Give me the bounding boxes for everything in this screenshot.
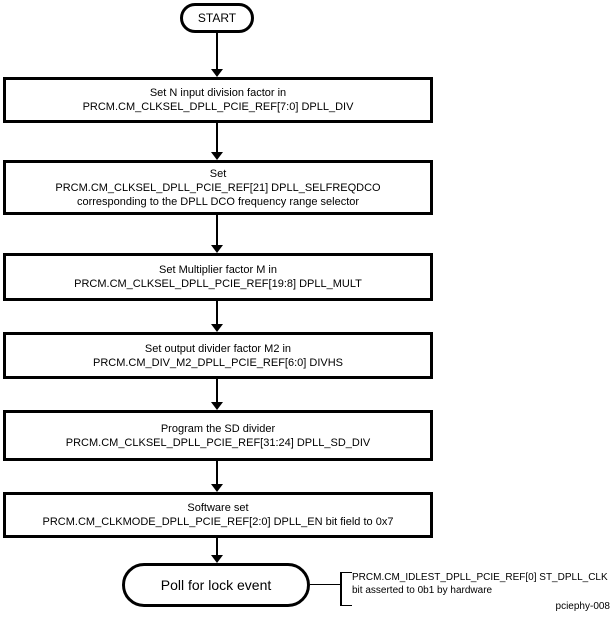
arrow-shaft bbox=[216, 538, 218, 555]
step-text-line: PRCM.CM_CLKSEL_DPLL_PCIE_REF[7:0] DPLL_D… bbox=[82, 101, 354, 113]
arrow-down-icon bbox=[211, 402, 223, 410]
arrow-shaft bbox=[216, 379, 218, 402]
step-box-set-n-divider: Set N input division factor in PRCM.CM_C… bbox=[3, 77, 433, 123]
annotation-text: PRCM.CM_IDLEST_DPLL_PCIE_REF[0] ST_DPLL_… bbox=[352, 571, 608, 597]
arrow-down-icon bbox=[211, 484, 223, 492]
step-text-line: Set N input division factor in bbox=[149, 87, 287, 99]
step-text-line: Set output divider factor M2 in bbox=[144, 342, 292, 355]
step-text-line: Program the SD divider bbox=[160, 422, 276, 435]
step-box-set-m2-divider: Set output divider factor M2 in PRCM.CM_… bbox=[3, 332, 433, 379]
arrow-shaft bbox=[216, 301, 218, 324]
flow-arrow bbox=[211, 301, 223, 332]
poll-for-lock-node: Poll for lock event bbox=[122, 563, 310, 607]
annotation-bracket-tip bbox=[340, 605, 352, 606]
flow-arrow bbox=[211, 379, 223, 410]
arrow-shaft bbox=[216, 461, 218, 484]
step-box-set-selfreqdco: Set PRCM.CM_CLKSEL_DPLL_PCIE_REF[21] DPL… bbox=[3, 160, 433, 215]
annotation-connector-line bbox=[310, 584, 340, 585]
flow-arrow bbox=[211, 32, 223, 77]
annotation-bracket-tip bbox=[340, 572, 352, 573]
annotation-bracket bbox=[340, 572, 342, 606]
step-box-software-set-dpll-en: Software set PRCM.CM_CLKMODE_DPLL_PCIE_R… bbox=[3, 492, 433, 538]
figure-id-label: pciephy-008 bbox=[555, 601, 610, 612]
arrow-shaft bbox=[216, 123, 218, 152]
step-text-line: Set bbox=[209, 167, 227, 180]
flow-arrow bbox=[211, 123, 223, 160]
step-text-line: corresponding to the DPLL DCO frequency … bbox=[76, 195, 360, 208]
step-text-line: PRCM.CM_CLKSEL_DPLL_PCIE_REF[31:24] DPLL… bbox=[65, 436, 371, 449]
annotation-line: bit asserted to 0b1 by hardware bbox=[352, 585, 493, 596]
step-text-line: PRCM.CM_CLKSEL_DPLL_PCIE_REF[19:8] DPLL_… bbox=[74, 278, 362, 290]
step-text-line: PRCM.CM_DIV_M2_DPLL_PCIE_REF[6:0] DIVHS bbox=[92, 356, 344, 369]
step-text-line: PRCM.CM_CLKSEL_DPLL_PCIE_REF[21] DPLL_SE… bbox=[55, 181, 381, 194]
step-box-program-sd-divider: Program the SD divider PRCM.CM_CLKSEL_DP… bbox=[3, 410, 433, 461]
flow-arrow bbox=[211, 215, 223, 253]
arrow-down-icon bbox=[211, 152, 223, 160]
annotation-line: PRCM.CM_IDLEST_DPLL_PCIE_REF[0] ST_DPLL_… bbox=[352, 572, 608, 583]
step-text-line: PRCM.CM_CLKMODE_DPLL_PCIE_REF[2:0] DPLL_… bbox=[42, 516, 394, 528]
step-box-set-multiplier: Set Multiplier factor M in PRCM.CM_CLKSE… bbox=[3, 253, 433, 301]
arrow-shaft bbox=[216, 32, 218, 69]
step-text-line: Set Multiplier factor M in bbox=[159, 264, 277, 276]
flow-arrow bbox=[211, 538, 223, 563]
arrow-down-icon bbox=[211, 324, 223, 332]
step-text-line: Software set bbox=[187, 502, 249, 514]
arrow-shaft bbox=[216, 215, 218, 245]
start-node: START bbox=[180, 3, 254, 33]
poll-for-lock-label: Poll for lock event bbox=[160, 577, 272, 593]
arrow-down-icon bbox=[211, 245, 223, 253]
arrow-down-icon bbox=[211, 555, 223, 563]
start-label: START bbox=[197, 11, 237, 25]
flow-arrow bbox=[211, 461, 223, 492]
arrow-down-icon bbox=[211, 69, 223, 77]
